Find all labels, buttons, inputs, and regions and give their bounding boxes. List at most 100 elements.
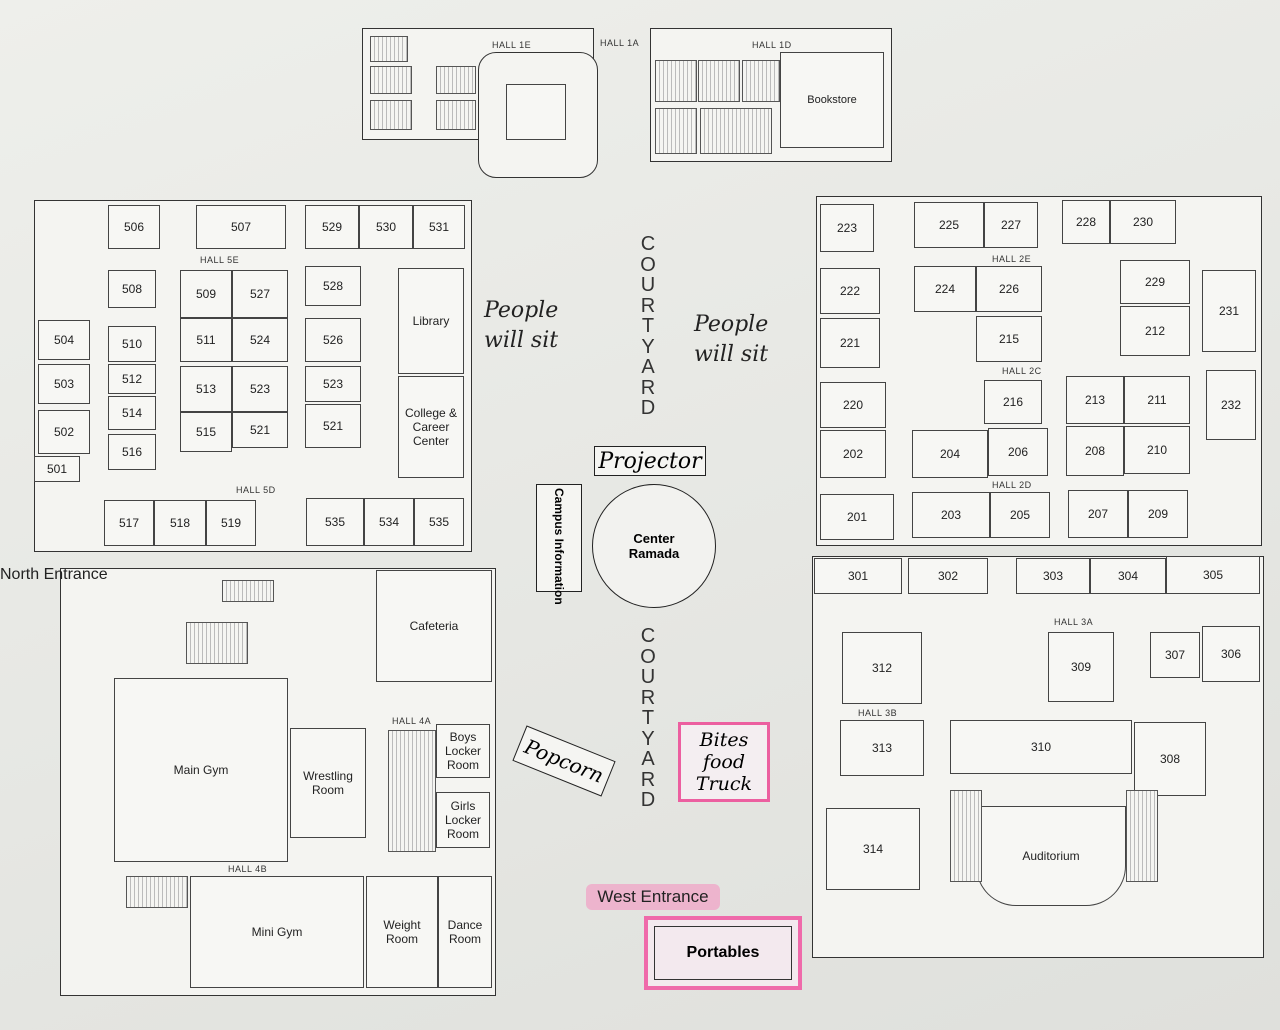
people-will-sit-right: People will sit (694, 312, 769, 367)
room-216: 216 (984, 380, 1042, 424)
people-will-sit-left: People will sit (484, 298, 559, 353)
lobby-inner (506, 84, 566, 140)
room-502: 502 (38, 410, 90, 454)
gym-office (126, 876, 188, 908)
room-509: 509 (180, 270, 232, 318)
room-223: 223 (820, 204, 874, 252)
room-534: 534 (364, 498, 414, 546)
room-228: 228 (1062, 200, 1110, 244)
office (655, 108, 697, 154)
room-508: 508 (108, 270, 156, 308)
main-gym: Main Gym (114, 678, 288, 862)
room-221: 221 (820, 318, 880, 368)
auditorium: Auditorium (976, 806, 1126, 906)
room-213: 213 (1066, 376, 1124, 424)
room-205: 205 (990, 492, 1050, 538)
hall-3b-label: HALL 3B (858, 708, 898, 718)
building-200 (816, 196, 1262, 546)
hall-4a-label: HALL 4A (392, 716, 432, 726)
hall-2c-label: HALL 2C (1002, 366, 1042, 376)
room-510: 510 (108, 326, 156, 362)
library: Library (398, 268, 464, 374)
girls-locker-room: Girls Locker Room (436, 792, 490, 848)
room-201: 201 (820, 494, 894, 540)
hall-1e-label: HALL 1E (492, 40, 532, 50)
room-209: 209 (1128, 490, 1188, 538)
auditorium-seating (1126, 790, 1158, 882)
room-526: 526 (305, 318, 361, 362)
popcorn-label: Popcorn (512, 725, 616, 797)
room-514: 514 (108, 396, 156, 430)
room-206: 206 (988, 428, 1048, 476)
room-314: 314 (826, 808, 920, 890)
campus-information-label: Campus Information (552, 488, 566, 605)
hall-2d-label: HALL 2D (992, 480, 1032, 490)
locker-stalls (388, 730, 436, 852)
room-518: 518 (154, 500, 206, 546)
room-515: 515 (180, 412, 232, 452)
admin-office (436, 100, 476, 130)
office (700, 108, 772, 154)
center-ramada: Center Ramada (592, 484, 716, 608)
room-521a: 521 (232, 412, 288, 448)
office (742, 60, 780, 102)
room-503: 503 (38, 364, 90, 404)
college-career-center: College & Career Center (398, 376, 464, 478)
room-226: 226 (976, 266, 1042, 312)
room-212: 212 (1120, 306, 1190, 356)
portables: Portables (644, 916, 802, 990)
hall-4b-label: HALL 4B (228, 864, 268, 874)
hall-3a-label: HALL 3A (1054, 617, 1094, 627)
room-504: 504 (38, 320, 90, 360)
room-530: 530 (359, 205, 413, 249)
bookstore: Bookstore (780, 52, 884, 148)
bites-food-truck: Bites food Truck (678, 722, 770, 802)
weight-room: Weight Room (366, 876, 438, 988)
room-208: 208 (1066, 426, 1124, 476)
room-304: 304 (1090, 558, 1166, 594)
admin-office (436, 66, 476, 94)
room-305: 305 (1166, 556, 1260, 594)
room-203: 203 (912, 492, 990, 538)
room-313: 313 (840, 720, 924, 776)
room-215: 215 (976, 316, 1042, 362)
room-307: 307 (1150, 632, 1200, 678)
admin-office (370, 36, 408, 62)
gym-office (222, 580, 274, 602)
room-519: 519 (206, 500, 256, 546)
office (655, 60, 697, 102)
hall-1a-label: HALL 1A (600, 38, 640, 48)
room-232: 232 (1206, 370, 1256, 440)
north-entrance: North Entrance (0, 566, 108, 583)
projector-label: Projector (594, 446, 706, 476)
admin-office (370, 66, 412, 94)
dance-room: Dance Room (438, 876, 492, 988)
room-306: 306 (1202, 626, 1260, 682)
room-516: 516 (108, 434, 156, 470)
room-521b: 521 (305, 404, 361, 448)
hall-2e-label: HALL 2E (992, 254, 1032, 264)
wrestling-room: Wrestling Room (290, 728, 366, 838)
room-302: 302 (908, 558, 988, 594)
gym-office (186, 622, 248, 664)
room-524: 524 (232, 318, 288, 362)
room-506: 506 (108, 205, 160, 249)
room-303: 303 (1016, 558, 1090, 594)
room-523a: 523 (232, 366, 288, 412)
room-501: 501 (34, 456, 80, 482)
room-531: 531 (413, 205, 465, 249)
mini-gym: Mini Gym (190, 876, 364, 988)
room-507: 507 (196, 205, 286, 249)
room-308: 308 (1134, 722, 1206, 796)
room-224: 224 (914, 266, 976, 312)
room-222: 222 (820, 268, 880, 314)
room-229: 229 (1120, 260, 1190, 304)
cafeteria: Cafeteria (376, 570, 492, 682)
room-513: 513 (180, 366, 232, 412)
center-ramada-label: Center Ramada (628, 531, 680, 561)
west-entrance: West Entrance (586, 884, 720, 910)
room-535b: 535 (414, 498, 464, 546)
room-527: 527 (232, 270, 288, 318)
hall-5d-label: HALL 5D (236, 485, 276, 495)
